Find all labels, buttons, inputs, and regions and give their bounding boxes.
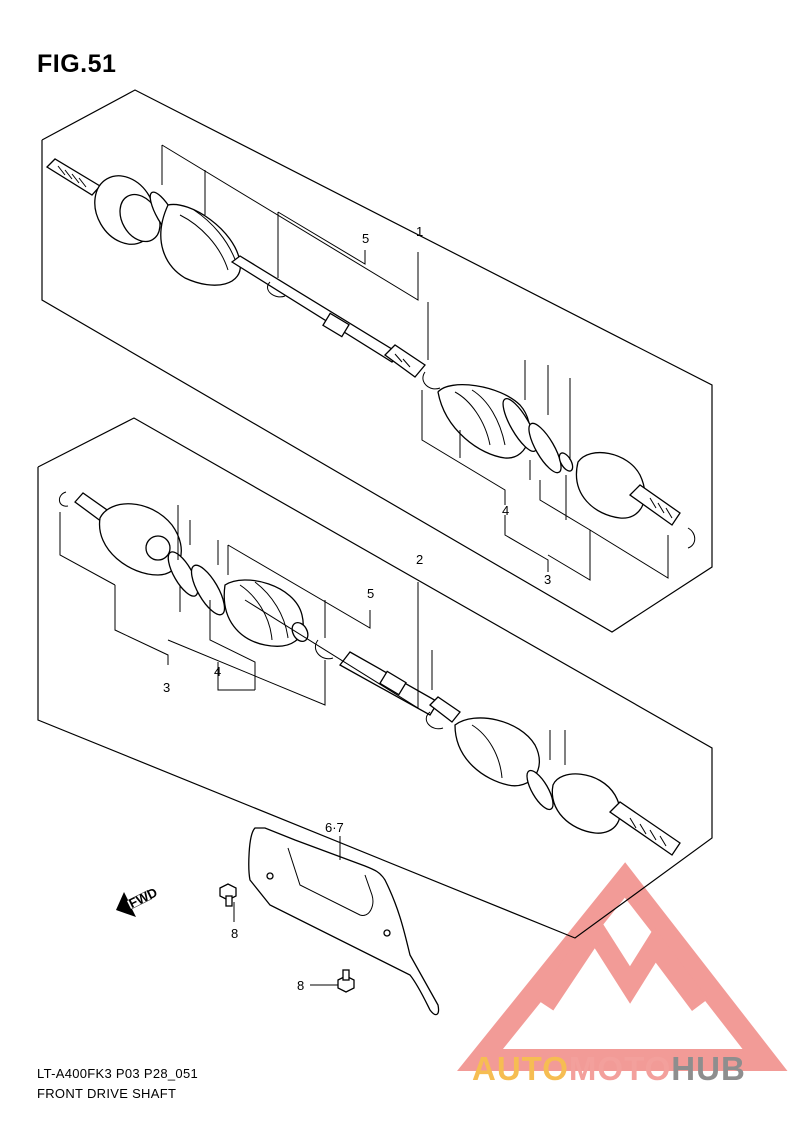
watermark-auto: AUTO <box>472 1050 569 1087</box>
assembly-2-outline <box>37 417 713 939</box>
callout-1: 1 <box>416 224 423 239</box>
callout-8-upper: 8 <box>231 926 238 941</box>
callout-4-upper: 4 <box>502 503 509 518</box>
bolt-upper <box>219 883 237 922</box>
callout-6-7: 6·7 <box>325 820 344 835</box>
callout-4-lower: 4 <box>214 664 221 679</box>
bolt-lower <box>310 969 355 993</box>
assembly-1-outline <box>41 89 713 633</box>
fwd-arrow-icon: FWD <box>116 885 160 917</box>
callout-5-upper: 5 <box>362 231 369 246</box>
diagram-caption: FRONT DRIVE SHAFT <box>37 1086 177 1101</box>
assembly-2-shaft <box>59 491 681 856</box>
callout-3-lower: 3 <box>163 680 170 695</box>
watermark-text: AUTOMOTOHUB <box>472 1050 746 1088</box>
assembly-1-leaders <box>161 144 669 581</box>
watermark-hub: HUB <box>671 1050 746 1087</box>
callout-2: 2 <box>416 552 423 567</box>
watermark-moto: MOTO <box>568 1050 672 1087</box>
model-code: LT-A400FK3 P03 P28_051 <box>37 1066 199 1081</box>
callout-5-lower: 5 <box>367 586 374 601</box>
fwd-label: FWD <box>126 885 159 911</box>
guard-plate <box>248 827 440 1016</box>
watermark-logo-icon <box>457 862 788 1071</box>
assembly-1-shaft <box>45 158 696 549</box>
figure-title: FIG.51 <box>37 50 117 78</box>
callout-3-upper: 3 <box>544 572 551 587</box>
assembly-2-leaders <box>59 505 566 765</box>
callout-8-lower: 8 <box>297 978 304 993</box>
